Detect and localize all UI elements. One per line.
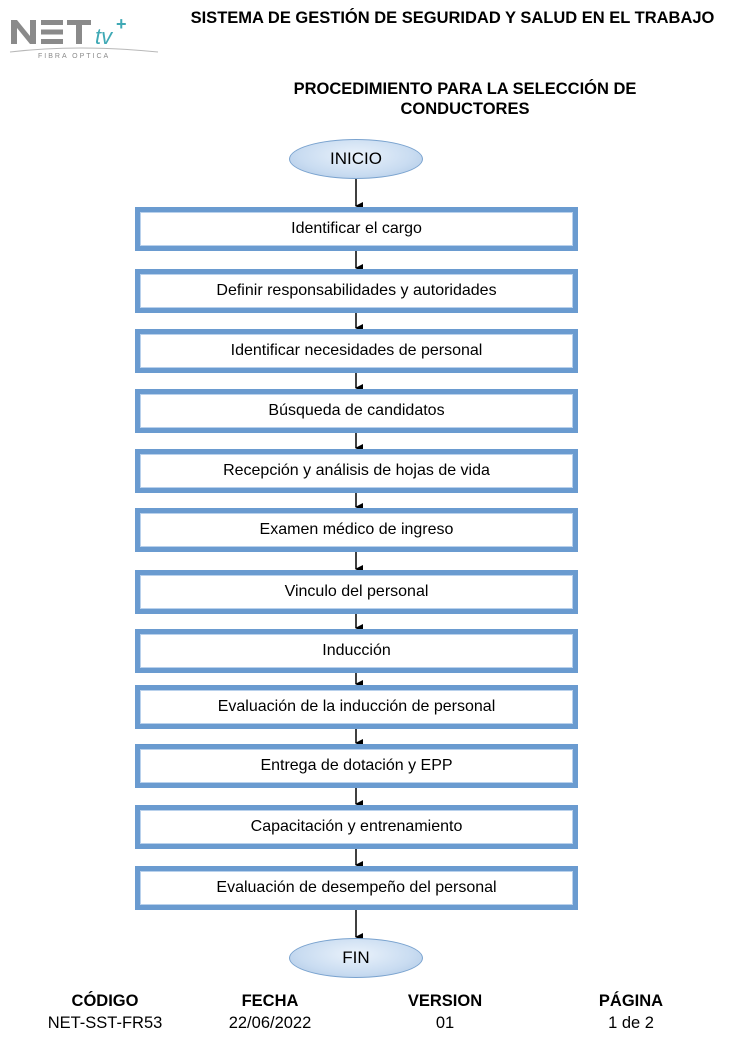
step-entrega-dotacion: Entrega de dotación y EPP [135,744,578,788]
document-footer: CÓDIGO NET-SST-FR53 FECHA 22/06/2022 VER… [0,990,730,1050]
fecha-value: 22/06/2022 [228,1014,312,1032]
step-label: Evaluación de la inducción de personal [217,698,496,715]
start-label: INICIO [330,149,382,168]
end-label: FIN [342,948,370,967]
step-identificar-cargo: Identificar el cargo [135,207,578,251]
fecha-label: FECHA [241,992,299,1010]
step-definir-responsabilidades: Definir responsabilidades y autoridades [135,269,578,313]
version-value: 01 [435,1014,455,1032]
step-busqueda-candidatos: Búsqueda de candidatos [135,389,578,433]
step-label: Identificar el cargo [291,220,422,237]
step-label: Definir responsabilidades y autoridades [216,282,497,299]
footer-codigo: CÓDIGO NET-SST-FR53 [20,990,190,1034]
end-terminal: FIN [289,938,423,978]
step-recepcion-hojas-vida: Recepción y análisis de hojas de vida [135,449,578,493]
step-evaluacion-induccion: Evaluación de la inducción de personal [135,685,578,729]
footer-fecha: FECHA 22/06/2022 [185,990,355,1034]
step-label: Capacitación y entrenamiento [250,818,463,835]
pagina-value: 1 de 2 [608,1014,654,1032]
start-terminal: INICIO [289,139,423,179]
svg-text:+: + [116,14,127,34]
step-label: Examen médico de ingreso [259,521,454,538]
pagina-label: PÁGINA [598,992,664,1010]
version-label: VERSION [407,992,483,1010]
step-label: Búsqueda de candidatos [268,402,445,419]
step-label: Vinculo del personal [284,583,429,600]
footer-version: VERSION 01 [360,990,530,1034]
svg-text:tv: tv [95,24,114,49]
step-label: Recepción y análisis de hojas de vida [223,462,490,479]
procedure-title: PROCEDIMIENTO PARA LA SELECCIÓN DE CONDU… [293,80,637,118]
footer-pagina: PÁGINA 1 de 2 [546,990,716,1034]
step-induccion: Inducción [135,629,578,673]
step-evaluacion-desempeno: Evaluación de desempeño del personal [135,866,578,910]
step-label: Evaluación de desempeño del personal [216,879,497,896]
nettv-logo-graphic: tv + [9,14,159,53]
step-label: Inducción [322,642,391,659]
codigo-value: NET-SST-FR53 [47,1014,163,1032]
step-label: Entrega de dotación y EPP [260,757,453,774]
codigo-label: CÓDIGO [71,992,139,1010]
step-identificar-necesidades: Identificar necesidades de personal [135,329,578,373]
step-capacitacion: Capacitación y entrenamiento [135,805,578,849]
company-logo: tv + FIBRA OPTICA [8,8,168,68]
logo-tagline: FIBRA OPTICA [38,53,111,60]
system-title: SISTEMA DE GESTIÓN DE SEGURIDAD Y SALUD … [190,9,715,27]
step-vinculo-personal: Vinculo del personal [135,570,578,614]
step-examen-medico: Examen médico de ingreso [135,508,578,552]
step-label: Identificar necesidades de personal [230,342,483,359]
